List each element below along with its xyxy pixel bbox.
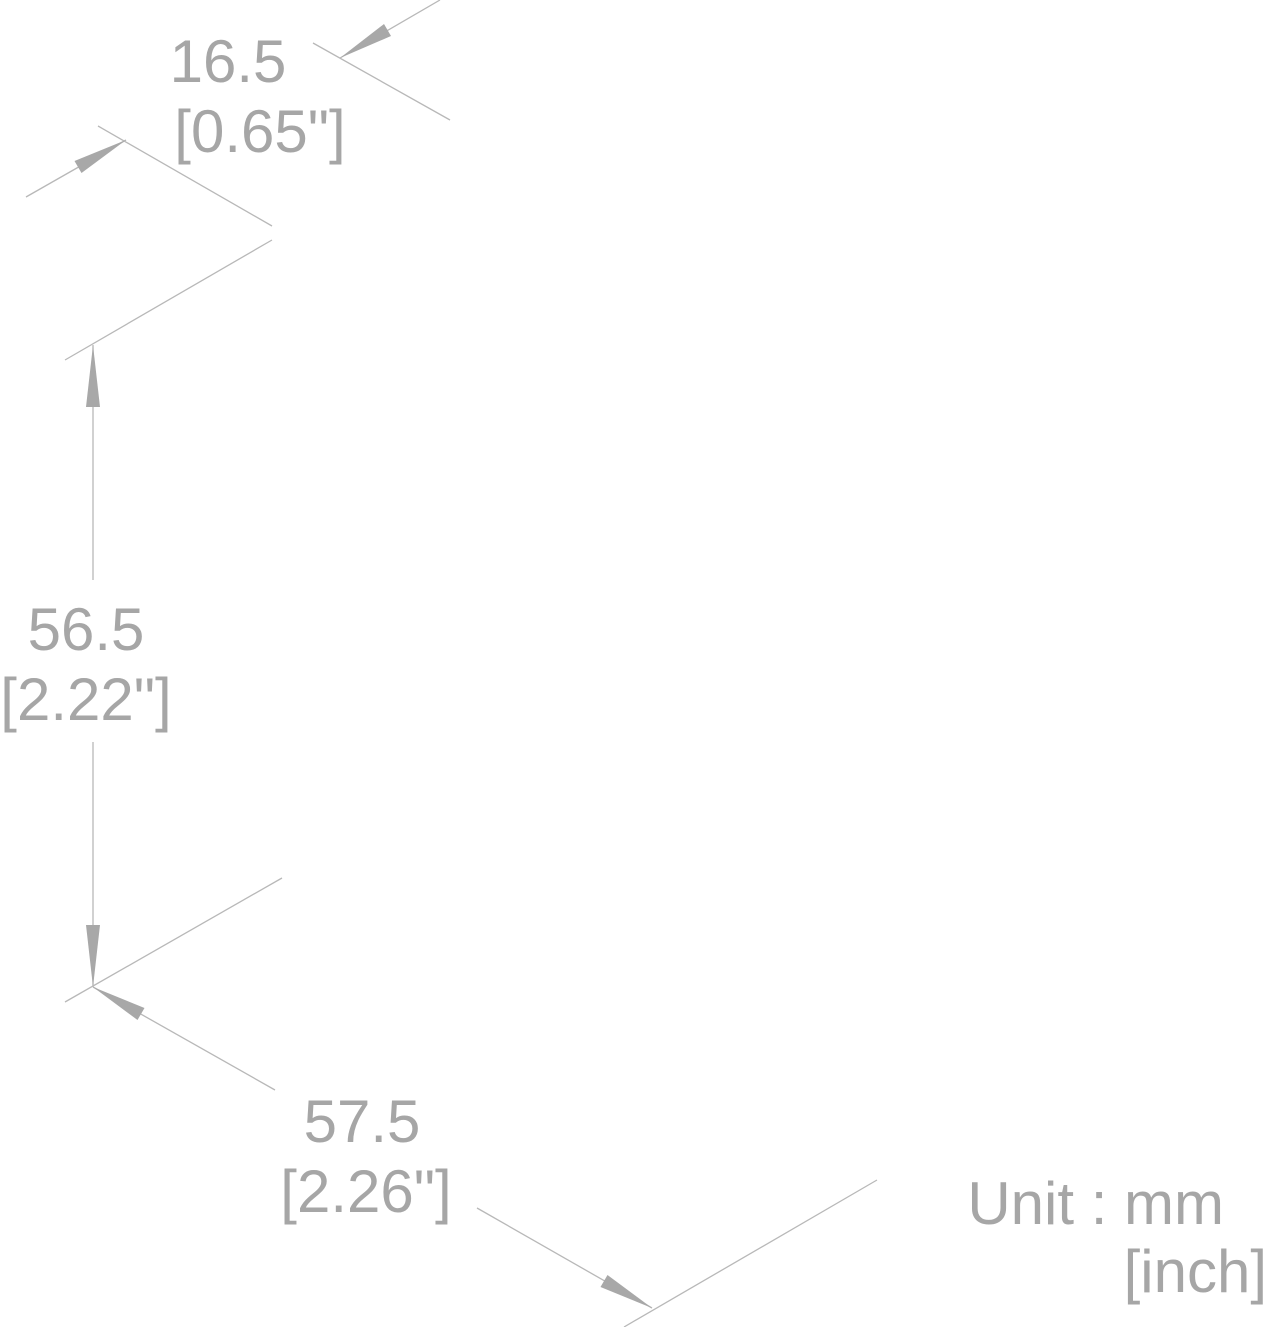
extension-line (623, 1179, 878, 1327)
extension-line (97, 125, 273, 227)
width-mm-label: 57.5 (304, 1088, 421, 1155)
height-dimension: 56.5 [2.22"] (0, 239, 283, 1003)
extension-line (64, 877, 283, 1003)
arrow-icon (340, 24, 391, 58)
depth-dimension: 16.5 [0.65"] (25, 0, 451, 227)
height-inch-label: [2.22"] (0, 666, 171, 733)
unit-inch-label: [inch] (1124, 1238, 1267, 1305)
height-mm-label: 56.5 (28, 596, 145, 663)
arrow-icon (86, 345, 100, 407)
extension-line (312, 42, 451, 121)
width-inch-label: [2.26"] (280, 1158, 451, 1225)
arrow-icon (74, 140, 126, 173)
depth-mm-label: 16.5 (170, 28, 287, 95)
extension-line (64, 239, 273, 361)
unit-mm-label: Unit : mm (967, 1170, 1224, 1237)
depth-inch-label: [0.65"] (174, 98, 345, 165)
arrow-icon (93, 987, 145, 1020)
arrow-icon (600, 1275, 652, 1308)
width-dimension: 57.5 [2.26"] (92, 986, 878, 1327)
arrow-icon (86, 925, 100, 987)
